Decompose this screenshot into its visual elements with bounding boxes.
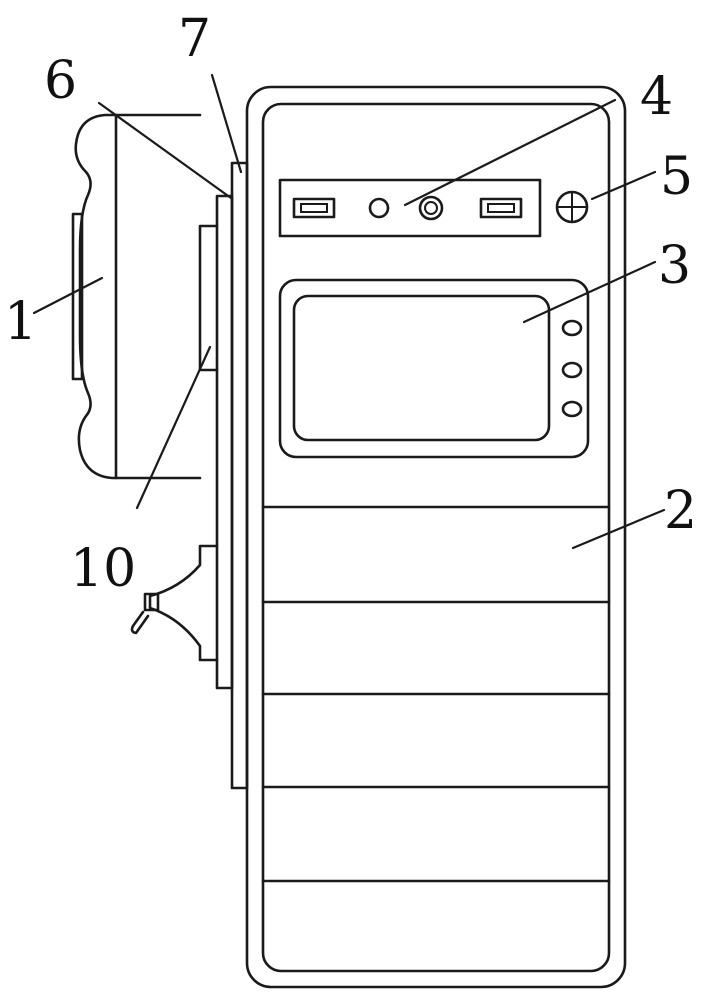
display-button-top: [561, 319, 583, 337]
usb-port-right-inner: [487, 203, 515, 213]
display-screen: [292, 294, 551, 442]
interface-panel: [278, 178, 542, 238]
leader-3: [522, 260, 657, 324]
audio-jack-left: [368, 197, 390, 219]
cabinet-front-panel: [261, 102, 611, 973]
hook-clip: [143, 592, 160, 612]
power-switch: [555, 190, 589, 224]
callout-5: 5: [660, 147, 693, 207]
callout-2: 2: [664, 481, 697, 541]
leader-lines: [32, 73, 666, 550]
lower-hook-bracket: [130, 544, 219, 662]
side-rail-assembly: [215, 161, 249, 790]
callout-1: 1: [4, 292, 37, 352]
display-button-bottom: [561, 400, 583, 418]
connecting-bracket: [198, 224, 219, 372]
leader-1: [32, 276, 104, 315]
mounting-plate: [215, 194, 234, 690]
drawer-section: [261, 505, 611, 883]
usb-port-left: [292, 197, 336, 219]
hook-bracket-body: [148, 544, 219, 662]
audio-jack-right-outer: [418, 195, 444, 221]
callout-7: 7: [178, 9, 211, 69]
callout-4: 4: [640, 67, 673, 127]
interface-panel-frame: [278, 178, 542, 238]
hook-latch: [130, 610, 150, 635]
callout-6: 6: [44, 51, 77, 111]
display-button-middle: [561, 361, 583, 379]
leader-4: [403, 98, 617, 207]
leader-5: [590, 170, 657, 201]
callout-10: 10: [70, 539, 136, 599]
display-unit: [278, 278, 590, 459]
headset-holder: [71, 113, 202, 480]
audio-jack-right-inner: [424, 201, 438, 215]
headset-holder-shell: [74, 113, 202, 480]
headset-holder-grip: [71, 212, 84, 381]
usb-port-left-inner: [300, 203, 328, 213]
usb-port-right: [479, 197, 523, 219]
bracket-plate: [198, 224, 219, 372]
side-rail: [230, 161, 249, 790]
callout-labels: 1 2 3 4 5 6 7 10: [4, 9, 697, 599]
leader-2: [571, 508, 666, 550]
leader-6: [97, 101, 233, 200]
leader-7: [210, 73, 243, 174]
leader-10: [135, 345, 212, 510]
display-housing: [278, 278, 590, 459]
callout-3: 3: [658, 236, 691, 296]
